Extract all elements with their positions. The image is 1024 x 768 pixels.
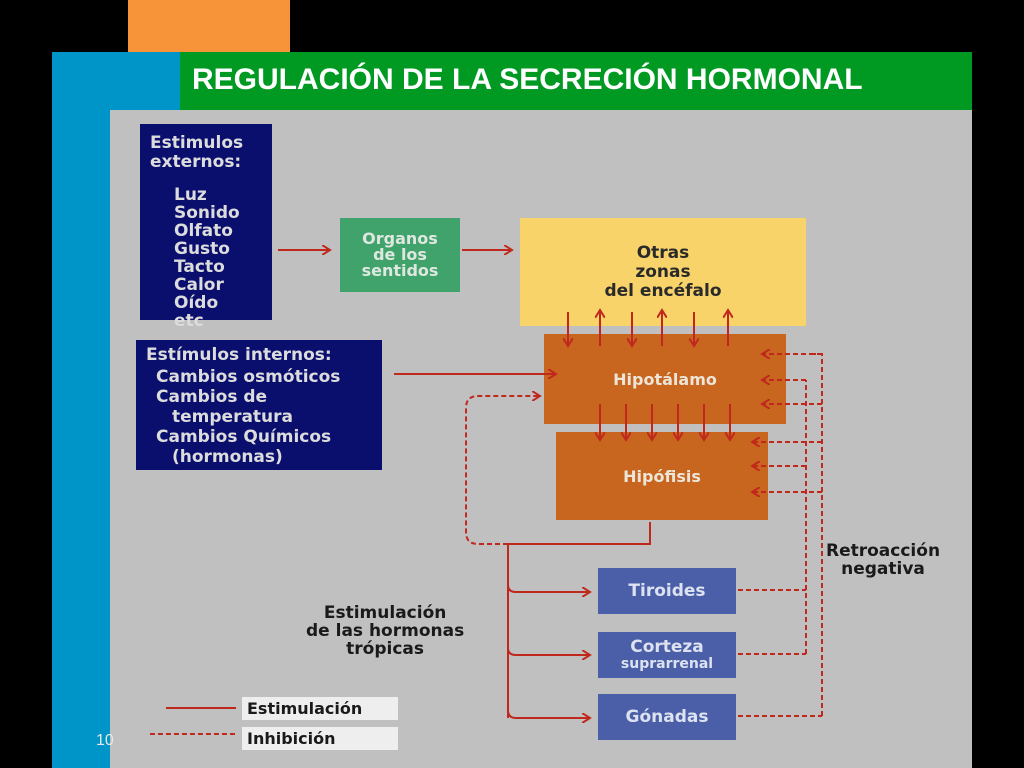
- tropic-hormones-line: Estimulación: [323, 603, 447, 623]
- list-item: etc: [174, 311, 204, 331]
- internal-stimuli-box: Estímulos internos: Cambios osmóticos Ca…: [136, 340, 382, 470]
- pituitary-box: Hipófisis: [556, 432, 768, 520]
- tropic-hormones-line: trópicas: [346, 639, 425, 659]
- legend-stimulation: Estimulación: [242, 697, 398, 720]
- legend-inhibition: Inhibición: [242, 727, 398, 750]
- sense-organs-line: de los: [373, 245, 427, 264]
- legend-inhibition-label: Inhibición: [247, 729, 336, 748]
- list-item: Gusto: [174, 239, 230, 259]
- list-item: Calor: [174, 275, 224, 295]
- list-item: Oído: [174, 293, 219, 313]
- list-item: temperatura: [172, 407, 294, 427]
- hypothalamus-label: Hipotálamo: [613, 369, 717, 389]
- arrow-tree-to-thyroid: [507, 584, 590, 592]
- adrenal-cortex-box: Corteza suprarrenal: [598, 632, 736, 678]
- list-item: Cambios Químicos: [156, 427, 332, 447]
- slide-title: REGULACIÓN DE LA SECRECIÓN HORMONAL: [192, 63, 863, 96]
- gonads-label: Gónadas: [625, 707, 709, 727]
- list-item: Luz: [174, 185, 207, 205]
- list-item: Cambios de: [156, 387, 268, 407]
- list-item: Olfato: [174, 221, 233, 241]
- hypothalamus-box: Hipotálamo: [544, 334, 786, 424]
- tropic-hormones-line: de las hormonas: [306, 621, 465, 641]
- arrow-pituitary-tree: [507, 522, 651, 718]
- list-item: Sonido: [174, 203, 240, 223]
- sense-organs-box: Organos de los sentidos: [340, 218, 460, 292]
- external-stimuli-box: Estimulos externos: Luz Sonido Olfato Gu…: [140, 124, 272, 330]
- pituitary-label: Hipófisis: [623, 466, 701, 486]
- sense-organs-line: sentidos: [361, 261, 439, 280]
- internal-stimuli-title: Estímulos internos:: [146, 345, 332, 365]
- negative-feedback-label: Retroacción negativa: [826, 542, 940, 578]
- feedback-trunk-outer: [812, 353, 823, 716]
- arrow-tree-to-adrenal: [507, 647, 590, 655]
- external-stimuli-title: Estimulos externos:: [150, 134, 243, 172]
- tropic-hormones-label: Estimulación de las hormonas trópicas: [306, 604, 464, 658]
- internal-stimuli-list: Cambios osmóticos Cambios de temperatura…: [156, 367, 340, 467]
- negative-feedback-line: Retroacción: [826, 541, 941, 561]
- other-brain-areas-box: Otras zonas del encéfalo: [520, 218, 806, 326]
- adrenal-cortex-label: suprarrenal: [620, 656, 714, 672]
- other-brain-areas-line: del encéfalo: [604, 280, 722, 301]
- feedback-left-loop: [465, 396, 540, 545]
- arrow-tree-to-gonads: [507, 709, 590, 718]
- page-number: 10: [96, 732, 114, 749]
- title-bar: [180, 52, 972, 110]
- legend-stimulation-label: Estimulación: [247, 699, 363, 718]
- sense-organs-line: Organos: [362, 229, 438, 248]
- adrenal-cortex-label: Corteza: [630, 637, 704, 657]
- external-stimuli-title-line: Estimulos: [150, 133, 244, 153]
- external-stimuli-list: Luz Sonido Olfato Gusto Tacto Calor Oído…: [174, 186, 240, 330]
- list-item: Cambios osmóticos: [156, 367, 341, 387]
- other-brain-areas-line: Otras: [636, 242, 690, 263]
- external-stimuli-title-line: externos:: [150, 152, 242, 172]
- negative-feedback-line: negativa: [841, 559, 925, 579]
- gonads-box: Gónadas: [598, 694, 736, 740]
- list-item: Tacto: [174, 257, 225, 277]
- thyroid-label: Tiroides: [628, 581, 706, 601]
- list-item: (hormonas): [172, 447, 283, 467]
- thyroid-box: Tiroides: [598, 568, 736, 614]
- other-brain-areas-line: zonas: [635, 261, 691, 282]
